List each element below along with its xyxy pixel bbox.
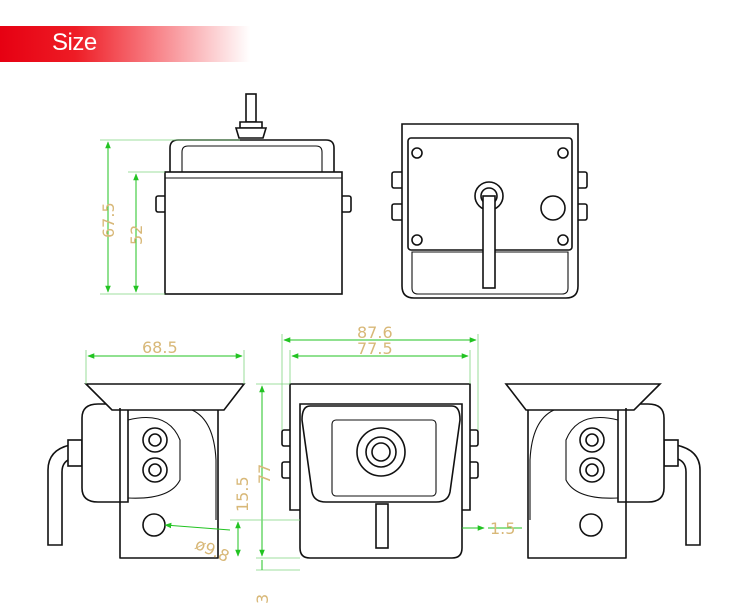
dimension-depth: 68.5 bbox=[85, 338, 245, 384]
dimension-lens-offset: 15.5 bbox=[230, 476, 300, 557]
right-side-view bbox=[504, 383, 701, 559]
dimension-label-height-front: 77 bbox=[255, 464, 274, 484]
rear-view bbox=[391, 123, 588, 299]
dimension-label-width-total: 87.6 bbox=[357, 323, 393, 342]
dimension-height-body: 52 bbox=[127, 171, 165, 293]
header-banner bbox=[0, 26, 250, 62]
dimension-label-height-body: 52 bbox=[127, 225, 146, 245]
top-view bbox=[155, 93, 352, 295]
page-title: Size bbox=[52, 29, 97, 56]
dimension-width-body: 77.5 bbox=[289, 339, 471, 384]
dimension-height-front: 77 bbox=[255, 383, 300, 559]
dimension-label-depth: 68.5 bbox=[142, 338, 178, 357]
dimension-bottom: 3 bbox=[253, 560, 300, 604]
dimension-label-hole-diameter: ø9.8 bbox=[192, 534, 232, 566]
dimension-label-lens-offset: 15.5 bbox=[233, 476, 252, 512]
dimension-label-width-body: 77.5 bbox=[357, 339, 393, 358]
dimension-width-total: 87.6 bbox=[281, 323, 479, 430]
left-side-view bbox=[47, 383, 246, 559]
dimension-hole-diameter: ø9.8 bbox=[164, 522, 232, 566]
front-view bbox=[281, 383, 479, 559]
dimension-label-height-total: 67.5 bbox=[99, 202, 118, 238]
dimension-label-bottom: 3 bbox=[253, 594, 272, 604]
dimension-label-gap: 1.5 bbox=[490, 519, 515, 538]
dimension-height-total: 67.5 bbox=[99, 139, 240, 295]
dimension-gap: 1.5 bbox=[462, 519, 522, 538]
